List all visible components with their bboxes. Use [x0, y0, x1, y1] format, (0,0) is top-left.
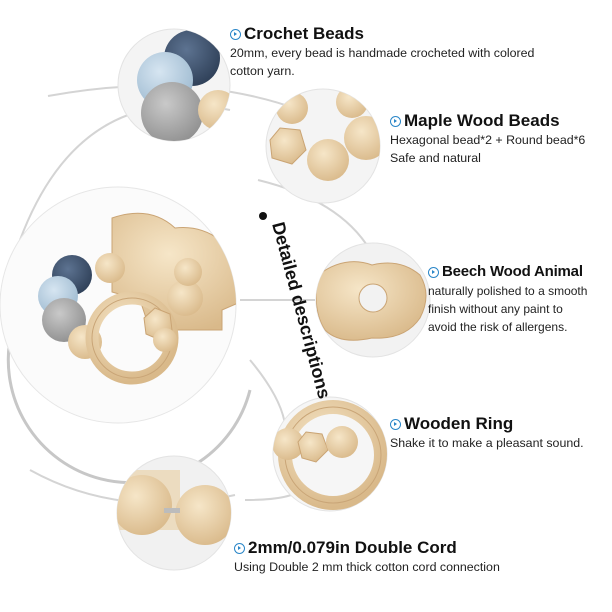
item-title: Wooden Ring	[404, 414, 514, 433]
item-description-line: Hexagonal bead*2 + Round bead*6	[390, 133, 586, 147]
item-title: Crochet Beads	[244, 24, 364, 43]
item-description-line: 20mm, every bead is handmade crocheted w…	[230, 46, 535, 60]
item-maple-wood-beads: Maple Wood Beads Hexagonal bead*2 + Roun…	[390, 111, 612, 167]
item-title: Beech Wood Animal	[442, 263, 583, 280]
arrow-bullet-icon	[234, 542, 245, 554]
item-title: 2mm/0.079in Double Cord	[248, 538, 457, 557]
main-product-image	[0, 186, 237, 424]
item-description-line: Safe and natural	[390, 151, 481, 165]
item-description-line: avoid the risk of allergens.	[428, 320, 568, 334]
item-description-line: cotton yarn.	[230, 64, 295, 78]
item-description-line: Shake it to make a pleasant sound.	[390, 436, 584, 450]
crochet-beads-image	[117, 28, 231, 142]
arrow-bullet-icon	[230, 28, 241, 40]
wooden-ring-image	[272, 396, 388, 512]
maple-beads-image	[265, 88, 381, 204]
double-cord-image	[116, 455, 232, 571]
item-wooden-ring: Wooden Ring Shake it to make a pleasant …	[390, 414, 612, 452]
arrow-bullet-icon	[390, 115, 401, 127]
item-beech-wood-animal: Beech Wood Animal naturally polished to …	[428, 262, 612, 336]
item-crochet-beads: Crochet Beads 20mm, every bead is handma…	[230, 24, 590, 80]
main-circle-arc	[6, 329, 252, 485]
item-description-line: finish without any paint to	[428, 302, 563, 316]
item-double-cord: 2mm/0.079in Double Cord Using Double 2 m…	[234, 538, 594, 576]
arrow-bullet-icon	[390, 418, 401, 430]
item-description-line: Using Double 2 mm thick cotton cord conn…	[234, 560, 500, 574]
item-title: Maple Wood Beads	[404, 111, 560, 130]
item-description-line: naturally polished to a smooth	[428, 284, 588, 298]
arrow-bullet-icon	[428, 266, 439, 278]
beech-animal-image	[315, 242, 431, 358]
